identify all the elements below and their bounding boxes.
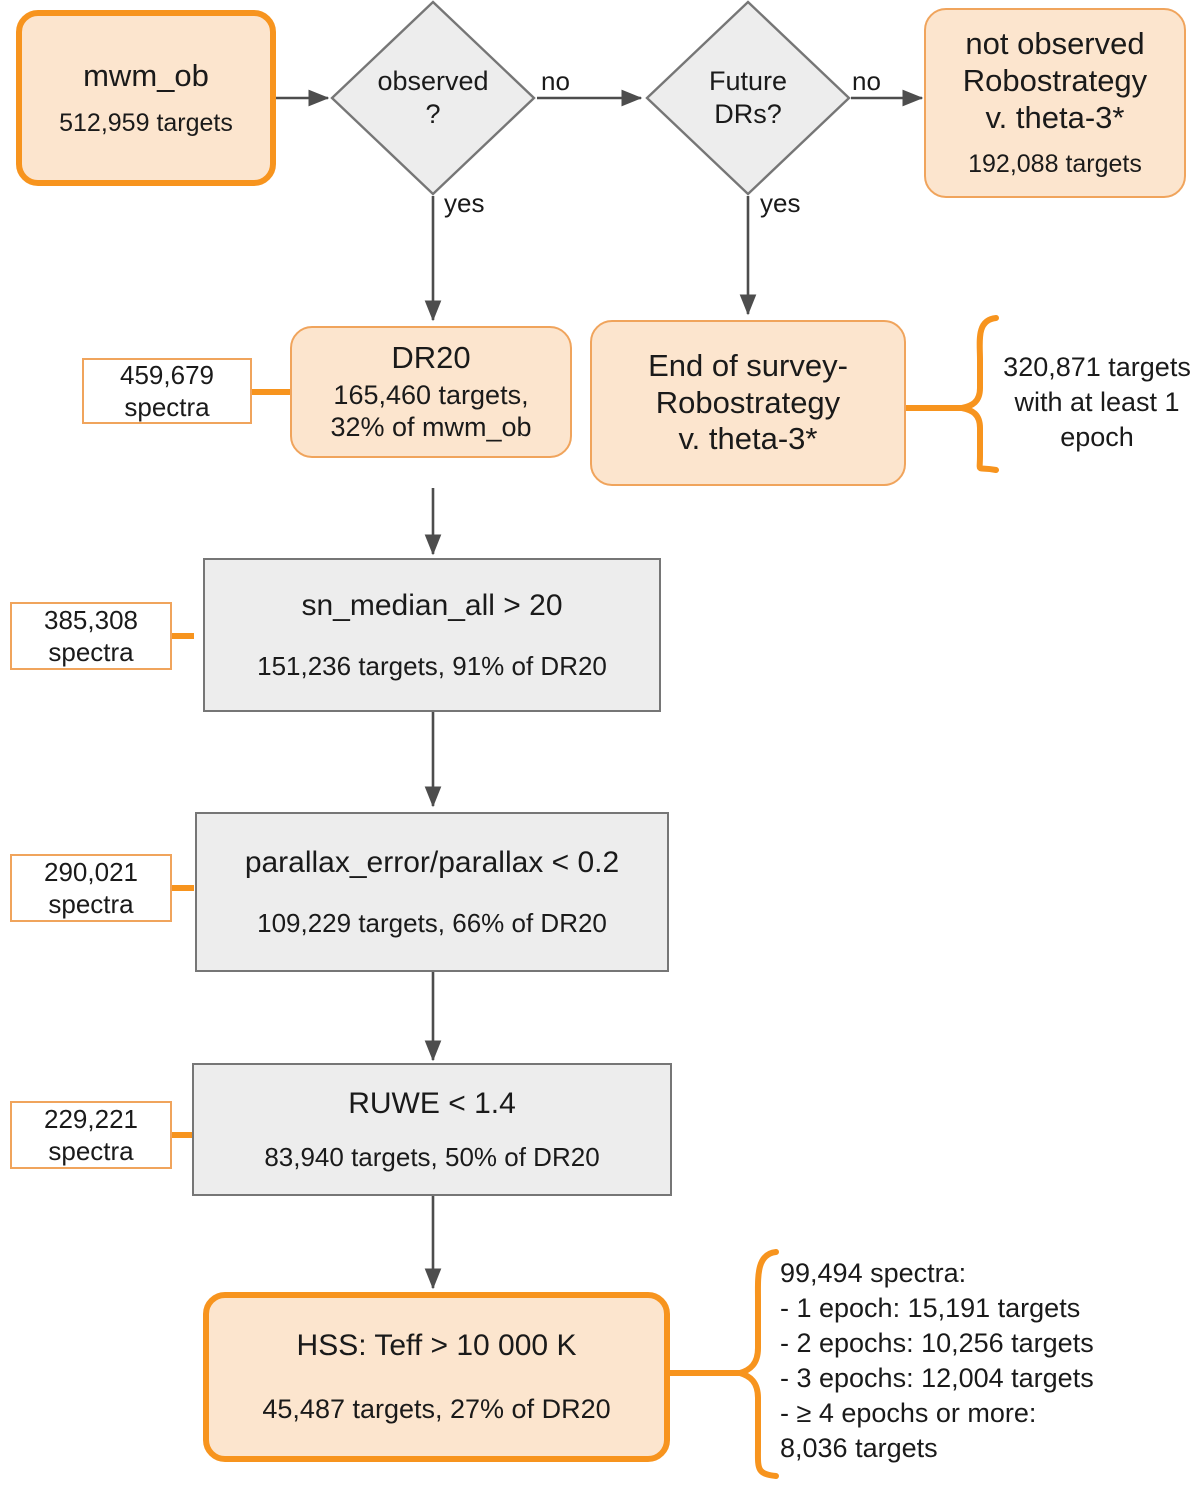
spectra-callout-ruwe: 229,221 spectra xyxy=(10,1101,172,1169)
edge-label-observed-yes: yes xyxy=(444,188,485,218)
brace-hss-epochs xyxy=(729,1249,779,1479)
spectra-callout-dr20: 459,679 spectra xyxy=(82,358,252,424)
node-dr20-title: DR20 xyxy=(391,339,471,375)
edge-label-observed-no: no xyxy=(541,66,570,96)
node-hss-subtitle: 45,487 targets, 27% of DR20 xyxy=(262,1393,611,1424)
node-future-drs-decision[interactable]: Future DRs? xyxy=(645,0,851,196)
node-sn-median-all[interactable]: sn_median_all > 20 151,236 targets, 91% … xyxy=(203,558,661,712)
node-parallax-filter-title: parallax_error/parallax < 0.2 xyxy=(244,845,620,879)
node-hss-title: HSS: Teff > 10 000 K xyxy=(296,1329,577,1363)
node-future-drs-decision-label: Future DRs? xyxy=(708,66,788,129)
observed-diamond-shape xyxy=(330,0,536,196)
annotation-epoch-survey: 320,871 targets with at least 1 epoch xyxy=(1003,352,1191,453)
spectra-callout-sn-median: 385,308 spectra xyxy=(10,602,172,670)
node-not-observed[interactable]: not observed Robostrategy v. theta-3* 19… xyxy=(924,8,1186,198)
node-dr20[interactable]: DR20 165,460 targets, 32% of mwm_ob xyxy=(290,326,572,458)
node-sn-median-all-title: sn_median_all > 20 xyxy=(301,588,563,622)
node-mwm-ob-subtitle: 512,959 targets xyxy=(59,108,233,137)
node-parallax-filter[interactable]: parallax_error/parallax < 0.2 109,229 ta… xyxy=(195,812,669,972)
node-end-of-survey[interactable]: End of survey- Robostrategy v. theta-3* xyxy=(590,320,906,486)
node-ruwe-filter-title: RUWE < 1.4 xyxy=(348,1087,516,1121)
spectra-callout-parallax: 290,021 spectra xyxy=(10,854,172,922)
node-mwm-ob-title: mwm_ob xyxy=(83,57,209,93)
brace-epoch-survey xyxy=(961,315,999,473)
node-dr20-subtitle: 165,460 targets, 32% of mwm_ob xyxy=(330,380,532,443)
node-observed-decision[interactable]: observed ? xyxy=(330,0,536,196)
node-not-observed-title: not observed Robostrategy v. theta-3* xyxy=(962,26,1148,135)
node-parallax-filter-subtitle: 109,229 targets, 66% of DR20 xyxy=(257,908,607,939)
edge-label-future-no: no xyxy=(852,66,881,96)
annotation-hss-epochs: 99,494 spectra: - 1 epoch: 15,191 target… xyxy=(780,1258,1094,1464)
node-sn-median-all-subtitle: 151,236 targets, 91% of DR20 xyxy=(257,651,607,682)
node-observed-decision-label: observed ? xyxy=(377,66,489,129)
edge-label-future-yes: yes xyxy=(760,188,801,218)
node-hss[interactable]: HSS: Teff > 10 000 K 45,487 targets, 27%… xyxy=(203,1292,670,1462)
node-end-of-survey-title: End of survey- Robostrategy v. theta-3* xyxy=(648,348,848,457)
node-ruwe-filter-subtitle: 83,940 targets, 50% of DR20 xyxy=(264,1141,600,1172)
node-ruwe-filter[interactable]: RUWE < 1.4 83,940 targets, 50% of DR20 xyxy=(192,1063,672,1196)
future-drs-diamond-shape xyxy=(645,0,851,196)
node-mwm-ob[interactable]: mwm_ob 512,959 targets xyxy=(16,10,276,186)
node-not-observed-subtitle: 192,088 targets xyxy=(968,150,1142,179)
